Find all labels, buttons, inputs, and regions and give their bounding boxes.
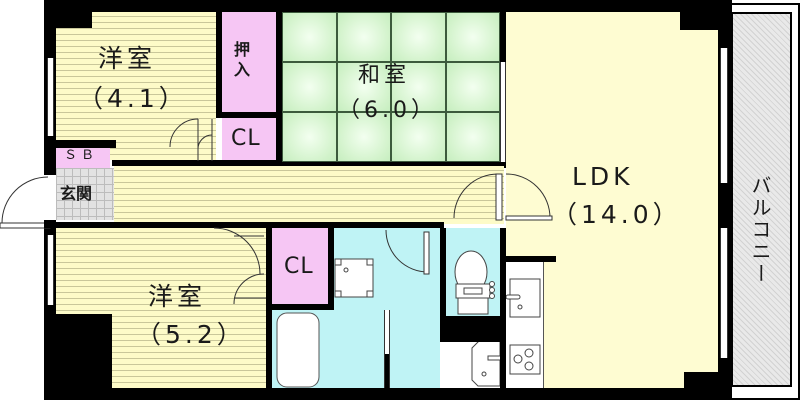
wall-toilet-bottom xyxy=(440,316,506,342)
wall-corner-sw xyxy=(44,314,112,400)
entrance xyxy=(56,168,114,220)
wall-oshiire-bottom xyxy=(216,112,278,118)
wall-cl2-right xyxy=(328,228,334,308)
front-door-gap xyxy=(44,175,56,220)
closet-1[interactable] xyxy=(222,118,276,160)
wall-toilet-left xyxy=(440,228,446,332)
tatami-mat xyxy=(391,112,446,162)
outer-wall-top xyxy=(44,0,732,12)
sliding-door-washitsu[interactable] xyxy=(500,62,506,162)
shoe-box-label: ＳＢ xyxy=(64,148,99,163)
wall-corner-nw xyxy=(56,12,92,28)
washroom-door-icon[interactable] xyxy=(384,226,434,286)
wall-kitchen-left xyxy=(500,342,506,388)
washing-machine-pan-icon[interactable] xyxy=(334,258,376,300)
wall-kitchen-top xyxy=(500,256,556,262)
western-room-1-size: （4.1） xyxy=(78,84,188,113)
wall-washitsu-left xyxy=(276,12,282,166)
ldk-name: LDK xyxy=(572,162,634,191)
ldk-door-icon[interactable] xyxy=(452,172,512,232)
gas-stove-icon[interactable] xyxy=(509,344,543,376)
kitchen-sink-icon[interactable] xyxy=(505,278,543,318)
balcony-label: バルコニー xyxy=(748,175,772,285)
oshiire[interactable] xyxy=(222,12,276,112)
western-room-2-name: 洋室 xyxy=(148,282,207,311)
tatami-mat xyxy=(282,112,337,162)
japanese-room-size: （6.0） xyxy=(338,98,437,123)
balcony xyxy=(731,12,792,387)
washbasin-icon[interactable] xyxy=(470,338,504,388)
ldk-inner-door-icon[interactable] xyxy=(504,168,564,228)
tatami-mat xyxy=(445,12,500,62)
wall-sb-top xyxy=(44,140,116,148)
western-room-2-size: （5.2） xyxy=(136,320,246,349)
wall-cl2-bottom xyxy=(266,304,388,310)
tatami-mat xyxy=(336,12,391,62)
entrance-label: 玄関 xyxy=(60,184,93,203)
window-room2[interactable] xyxy=(47,235,54,305)
japanese-room-name: 和室 xyxy=(358,63,411,88)
tatami-mat xyxy=(282,62,337,112)
wall-ldk-corner-ne xyxy=(680,12,718,30)
tatami-mat xyxy=(445,62,500,112)
tatami-grid xyxy=(282,12,500,162)
shoe-box[interactable] xyxy=(56,148,110,168)
window-ldk-upper[interactable] xyxy=(720,48,728,183)
hallway xyxy=(114,166,504,224)
closet-1-door-icon[interactable] xyxy=(160,115,220,165)
tatami-mat xyxy=(282,12,337,62)
wall-washitsu-bottom xyxy=(276,162,506,168)
wall-toilet-right xyxy=(500,228,506,388)
western-room-2-door-icon[interactable] xyxy=(212,224,272,305)
bathtub-icon[interactable] xyxy=(276,312,320,388)
tatami-mat xyxy=(445,112,500,162)
closet-2-label: CL xyxy=(284,254,314,279)
outer-wall-bottom xyxy=(44,388,732,400)
wall-bath-right xyxy=(384,310,390,388)
toilet-icon[interactable] xyxy=(454,250,498,316)
closet-1-label: CL xyxy=(231,126,261,151)
wall-hallway-bottom xyxy=(44,222,444,228)
western-room-1 xyxy=(56,12,216,160)
wall-washitsu-right xyxy=(500,12,506,62)
tatami-mat xyxy=(391,12,446,62)
western-room-1-name: 洋室 xyxy=(98,44,157,73)
oshiire-label: 押入 xyxy=(233,40,250,79)
window-ldk-lower[interactable] xyxy=(720,228,728,358)
ldk-size: （14.0） xyxy=(552,200,682,229)
tatami-mat xyxy=(336,112,391,162)
closet-2[interactable] xyxy=(272,228,328,306)
wall-room1-right xyxy=(216,12,222,117)
tatami-mat xyxy=(391,62,446,112)
wall-ldk-corner-se xyxy=(684,372,718,388)
window-room1[interactable] xyxy=(47,58,54,136)
tatami-mat xyxy=(336,62,391,112)
wall-room1-bottom xyxy=(112,160,278,166)
